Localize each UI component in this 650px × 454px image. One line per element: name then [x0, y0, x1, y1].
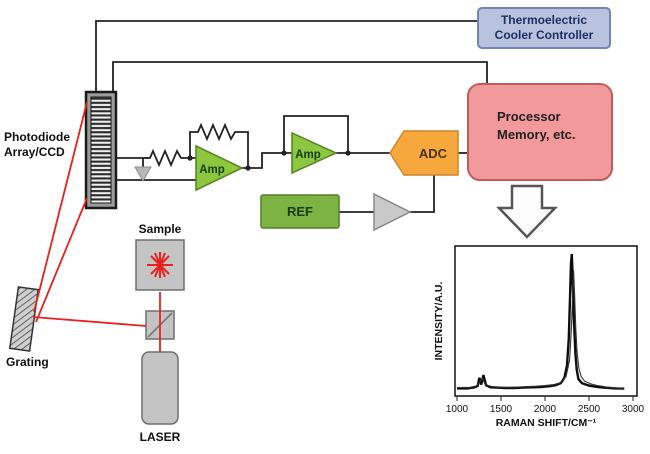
spectrum-series: [456, 253, 625, 390]
spectrum-thin: [456, 270, 625, 389]
chart-frame: [454, 245, 638, 397]
tec-label-line1: Thermoelectric: [501, 13, 587, 27]
junction-dot: [187, 155, 193, 161]
photodiode-label-line1: Photodiode: [4, 130, 70, 144]
processor-label-line1: Processor: [497, 109, 561, 124]
x-axis-ticks: 1000 1500 2000 2500 3000: [446, 396, 645, 415]
grating-to-array-beam-lower: [35, 197, 88, 323]
ref-box: [260, 194, 340, 229]
processor-box: [467, 83, 613, 181]
splitter-to-grating-beam: [32, 316, 147, 327]
amp2-triangle: [291, 131, 338, 175]
laser-box: [141, 351, 179, 425]
amp2-feedback-wire: [283, 115, 349, 153]
grating-label: Grating: [6, 355, 49, 369]
tec-to-photodiode-wire: [95, 20, 478, 92]
star-spoke: [154, 252, 166, 278]
tec-controller-box: [477, 7, 611, 49]
y-axis-label: INTENSITY/A.U.: [433, 282, 445, 361]
tec-label-line2: Cooler Controller: [495, 28, 594, 42]
flow-arrow-icon: [496, 184, 558, 239]
x-axis-label: RAMAN SHIFT/CM⁻¹: [496, 417, 597, 429]
grating-to-array-beam-upper: [33, 101, 88, 313]
x-tick-label: 1500: [490, 404, 513, 415]
processor-label-line2: Memory, etc.: [497, 127, 576, 142]
buffer-triangle: [373, 192, 412, 232]
x-tick-label: 2500: [578, 404, 601, 415]
amp1-label: Amp: [199, 164, 225, 176]
amp1-to-amp2-wire: [242, 152, 292, 169]
signal-wires: [95, 20, 488, 213]
adc-label: ADC: [419, 146, 448, 161]
feedback-resistor-loop: [189, 122, 249, 168]
photodiode-to-processor-wire: [112, 61, 488, 92]
adc-shape: [389, 130, 459, 176]
ref-label: REF: [287, 204, 313, 219]
x-tick-label: 2000: [534, 404, 557, 415]
junction-dot: [281, 150, 287, 156]
x-tick-label: 3000: [622, 404, 645, 415]
grating: [8, 286, 40, 352]
photodiode-label-line2: Array/CCD: [4, 145, 65, 159]
junction-dot: [345, 150, 351, 156]
amp2-label: Amp: [295, 149, 321, 161]
raman-spectrum-chart: 1000 1500 2000 2500 3000 INTENSITY/A.U. RAMA…: [433, 245, 645, 429]
sample-label: Sample: [139, 222, 182, 236]
x-tick-label: 1000: [446, 404, 469, 415]
input-resistor: [146, 148, 196, 168]
buffer-to-adc-wire: [410, 175, 435, 213]
photodiode-stripes: [90, 96, 112, 204]
junction-dots: [187, 150, 351, 171]
junction-dot: [245, 165, 251, 171]
laser-beams: [32, 101, 161, 352]
amp1-triangle: [195, 144, 244, 192]
laser-label: LASER: [140, 430, 181, 444]
sample-excitation-star: [147, 252, 173, 278]
ground-arrow-icon: [134, 166, 152, 183]
